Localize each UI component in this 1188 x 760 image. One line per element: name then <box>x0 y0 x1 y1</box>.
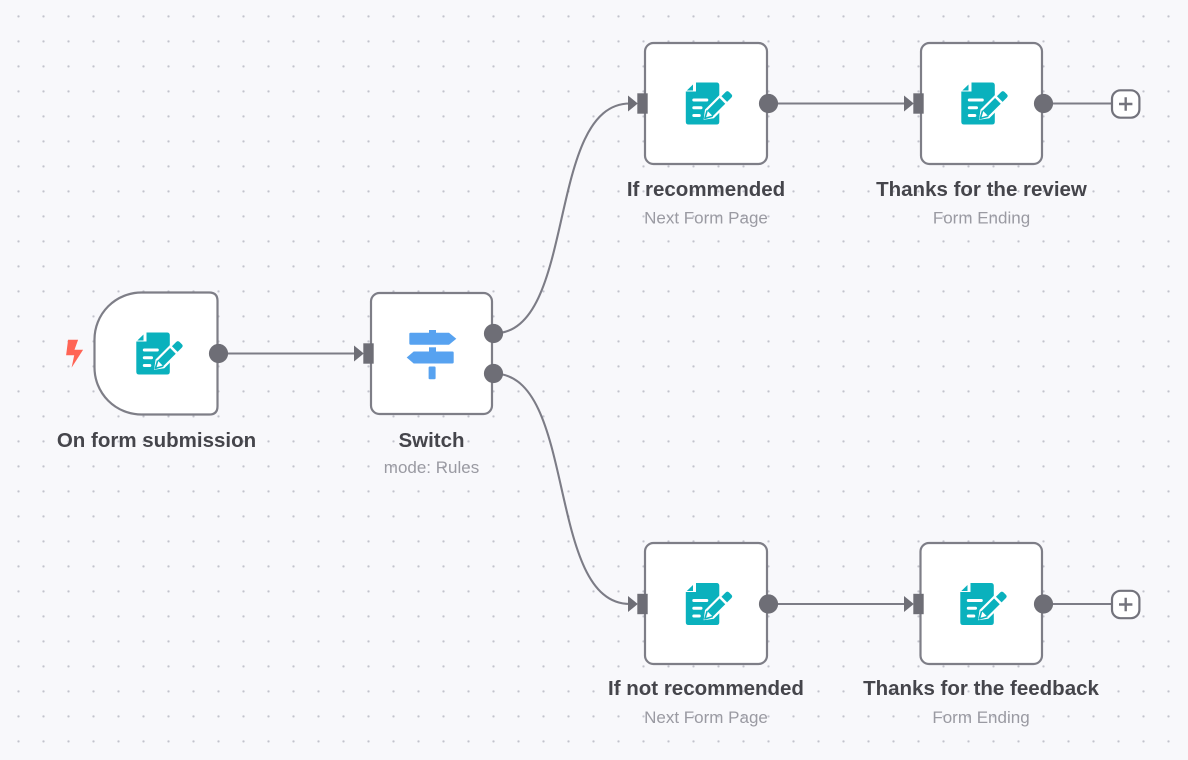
svg-text:Thanks for the feedback: Thanks for the feedback <box>863 677 1099 700</box>
svg-text:Switch: Switch <box>398 429 464 452</box>
svg-text:Next Form Page: Next Form Page <box>644 208 768 227</box>
svg-text:Next Form Page: Next Form Page <box>644 708 768 727</box>
svg-text:mode: Rules: mode: Rules <box>384 458 479 477</box>
svg-text:On form submission: On form submission <box>57 429 256 452</box>
svg-text:Thanks for the review: Thanks for the review <box>876 178 1087 201</box>
svg-text:If not recommended: If not recommended <box>608 677 804 700</box>
svg-text:If recommended: If recommended <box>627 178 785 201</box>
svg-text:Form Ending: Form Ending <box>932 708 1029 727</box>
svg-text:Form Ending: Form Ending <box>933 208 1030 227</box>
